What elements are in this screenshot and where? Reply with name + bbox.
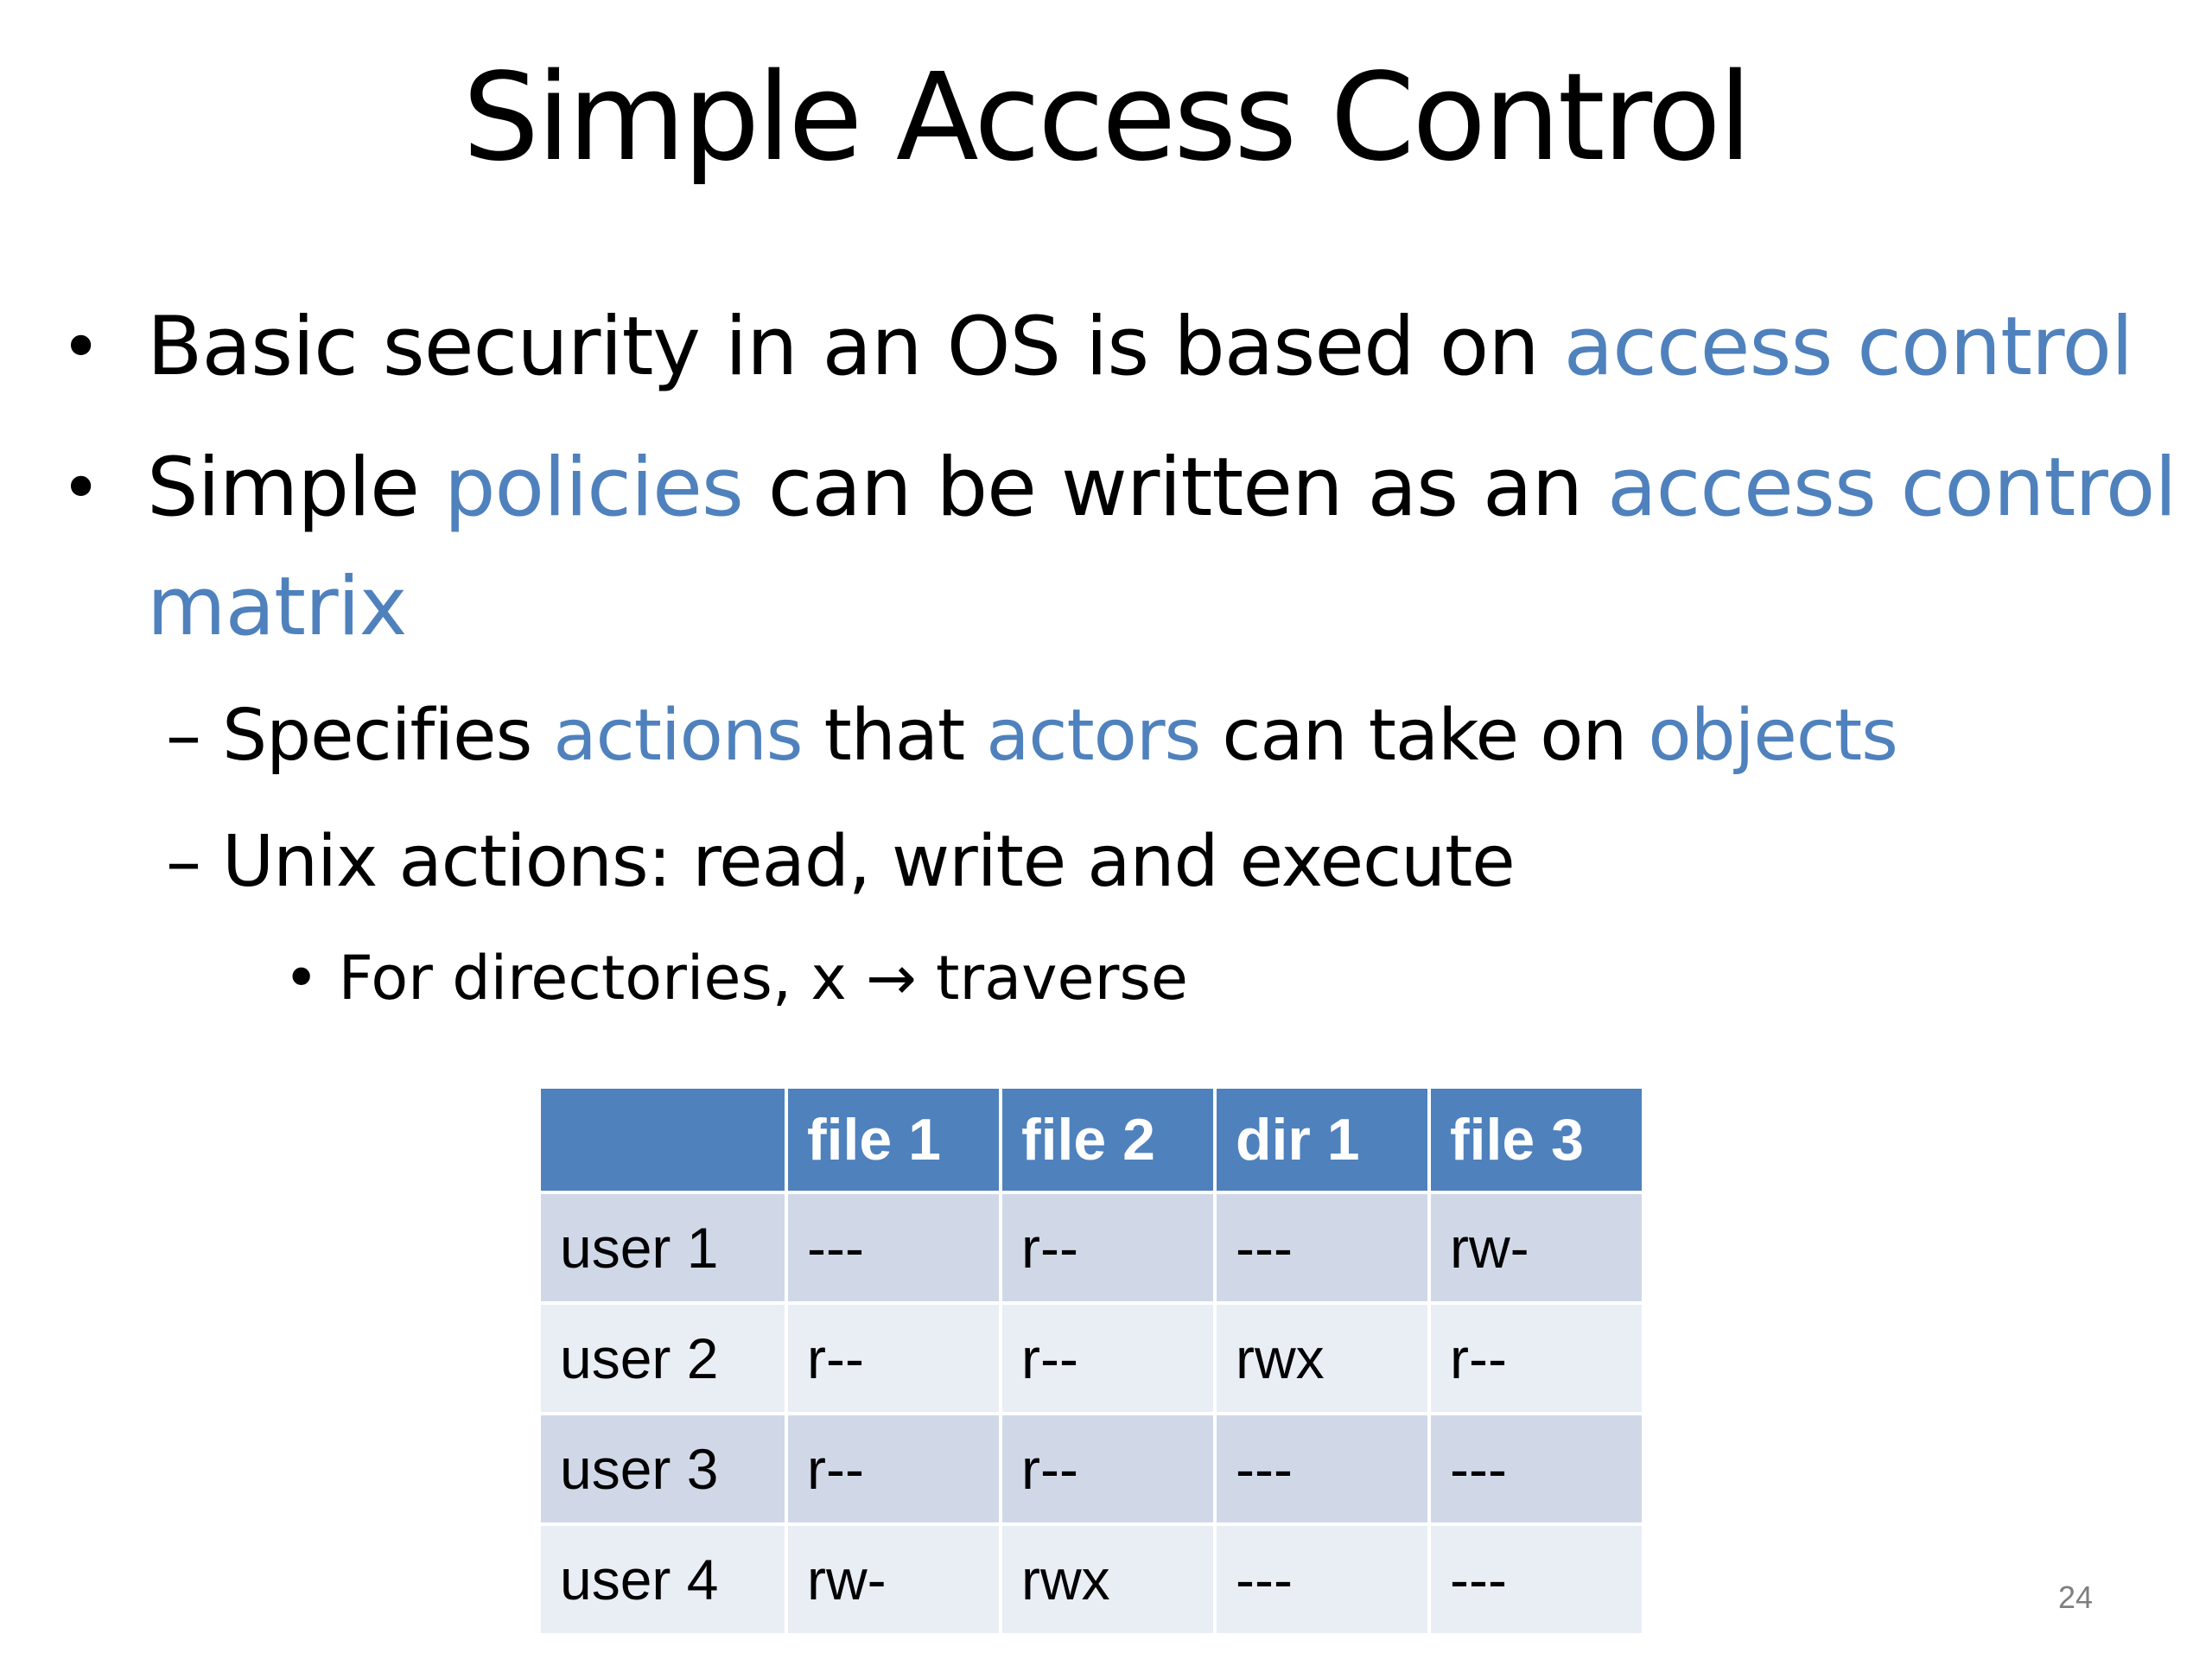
matrix-row-label: user 3 (541, 1415, 785, 1522)
matrix-cell: --- (788, 1194, 999, 1301)
matrix-cell: --- (1431, 1415, 1642, 1522)
bullet-2-term-access-control: access control (1607, 441, 2177, 535)
matrix-cell: rw- (1431, 1194, 1642, 1301)
matrix-header-row: file 1 file 2 dir 1 file 3 (541, 1089, 1642, 1191)
matrix-header-cell: file 1 (788, 1089, 999, 1191)
matrix-header-cell: file 2 (1002, 1089, 1213, 1191)
table-row: user 4 rw- rwx --- --- (541, 1526, 1642, 1633)
matrix-cell: r-- (1431, 1305, 1642, 1412)
matrix-cell: rwx (1217, 1305, 1427, 1412)
matrix-header-cell (541, 1089, 785, 1191)
matrix-cell: r-- (1002, 1305, 1213, 1412)
term-actors: actors (986, 695, 1201, 777)
bullet-marker: • (60, 307, 101, 387)
matrix-row-label: user 2 (541, 1305, 785, 1412)
table-row: user 1 --- r-- --- rw- (541, 1194, 1642, 1301)
bullet-marker: • (60, 448, 101, 528)
term-actions: actions (553, 695, 803, 777)
matrix-cell: r-- (788, 1305, 999, 1412)
matrix-cell: --- (1217, 1526, 1427, 1633)
matrix-cell: r-- (788, 1415, 999, 1522)
bullet-1-term-access-control: access control (1563, 300, 2133, 394)
matrix-cell: --- (1217, 1415, 1427, 1522)
bullet-2-term-policies: policies (443, 441, 744, 535)
matrix-cell: --- (1431, 1526, 1642, 1633)
sub-bullet-1-text-plain: Specifies (222, 695, 554, 777)
matrix-cell: r-- (1002, 1415, 1213, 1522)
matrix-cell: r-- (1002, 1194, 1213, 1301)
page-number: 24 (2057, 1580, 2093, 1615)
sub-bullet-marker: – (166, 695, 201, 777)
bullet-2-text: Simple policies can be written as an acc… (147, 428, 2177, 549)
sub-sub-bullet-text: For directories, x → traverse (338, 943, 1188, 1014)
matrix-header-cell: dir 1 (1217, 1089, 1427, 1191)
matrix-cell: rw- (788, 1526, 999, 1633)
matrix-row-label: user 1 (541, 1194, 785, 1301)
sub-bullet-2: – Unix actions: read, write and execute (166, 810, 1516, 914)
table-row: user 3 r-- r-- --- --- (541, 1415, 1642, 1522)
sub-bullet-1-text: Specifies actions that actors can take o… (222, 695, 1898, 777)
sub-bullet-1-text-plain: that (802, 695, 987, 777)
access-control-matrix: file 1 file 2 dir 1 file 3 user 1 --- r-… (537, 1085, 1645, 1637)
slide-title: Simple Access Control (462, 48, 1751, 188)
table-row: user 2 r-- r-- rwx r-- (541, 1305, 1642, 1412)
matrix-cell: --- (1217, 1194, 1427, 1301)
bullet-1-text: Basic security in an OS is based on acce… (147, 287, 2133, 408)
sub-bullet-1: – Specifies actions that actors can take… (166, 684, 1898, 788)
sub-sub-bullet: • For directories, x → traverse (283, 935, 1188, 1021)
bullet-1-text-plain: Basic security in an OS is based on (147, 300, 1564, 394)
term-objects: objects (1648, 695, 1897, 777)
bullet-2-text-plain: can be written as an (742, 441, 1608, 535)
matrix-cell: rwx (1002, 1526, 1213, 1633)
sub-bullet-2-text: Unix actions: read, write and execute (222, 821, 1516, 903)
matrix-header-cell: file 3 (1431, 1089, 1642, 1191)
bullet-2-term-matrix: matrix (147, 560, 407, 654)
sub-bullet-marker: – (166, 821, 201, 903)
matrix-row-label: user 4 (541, 1526, 785, 1633)
sub-bullet-1-text-plain: can take on (1200, 695, 1649, 777)
bullet-2-text-plain: Simple (147, 441, 444, 535)
sub-sub-bullet-marker: • (283, 943, 320, 1014)
